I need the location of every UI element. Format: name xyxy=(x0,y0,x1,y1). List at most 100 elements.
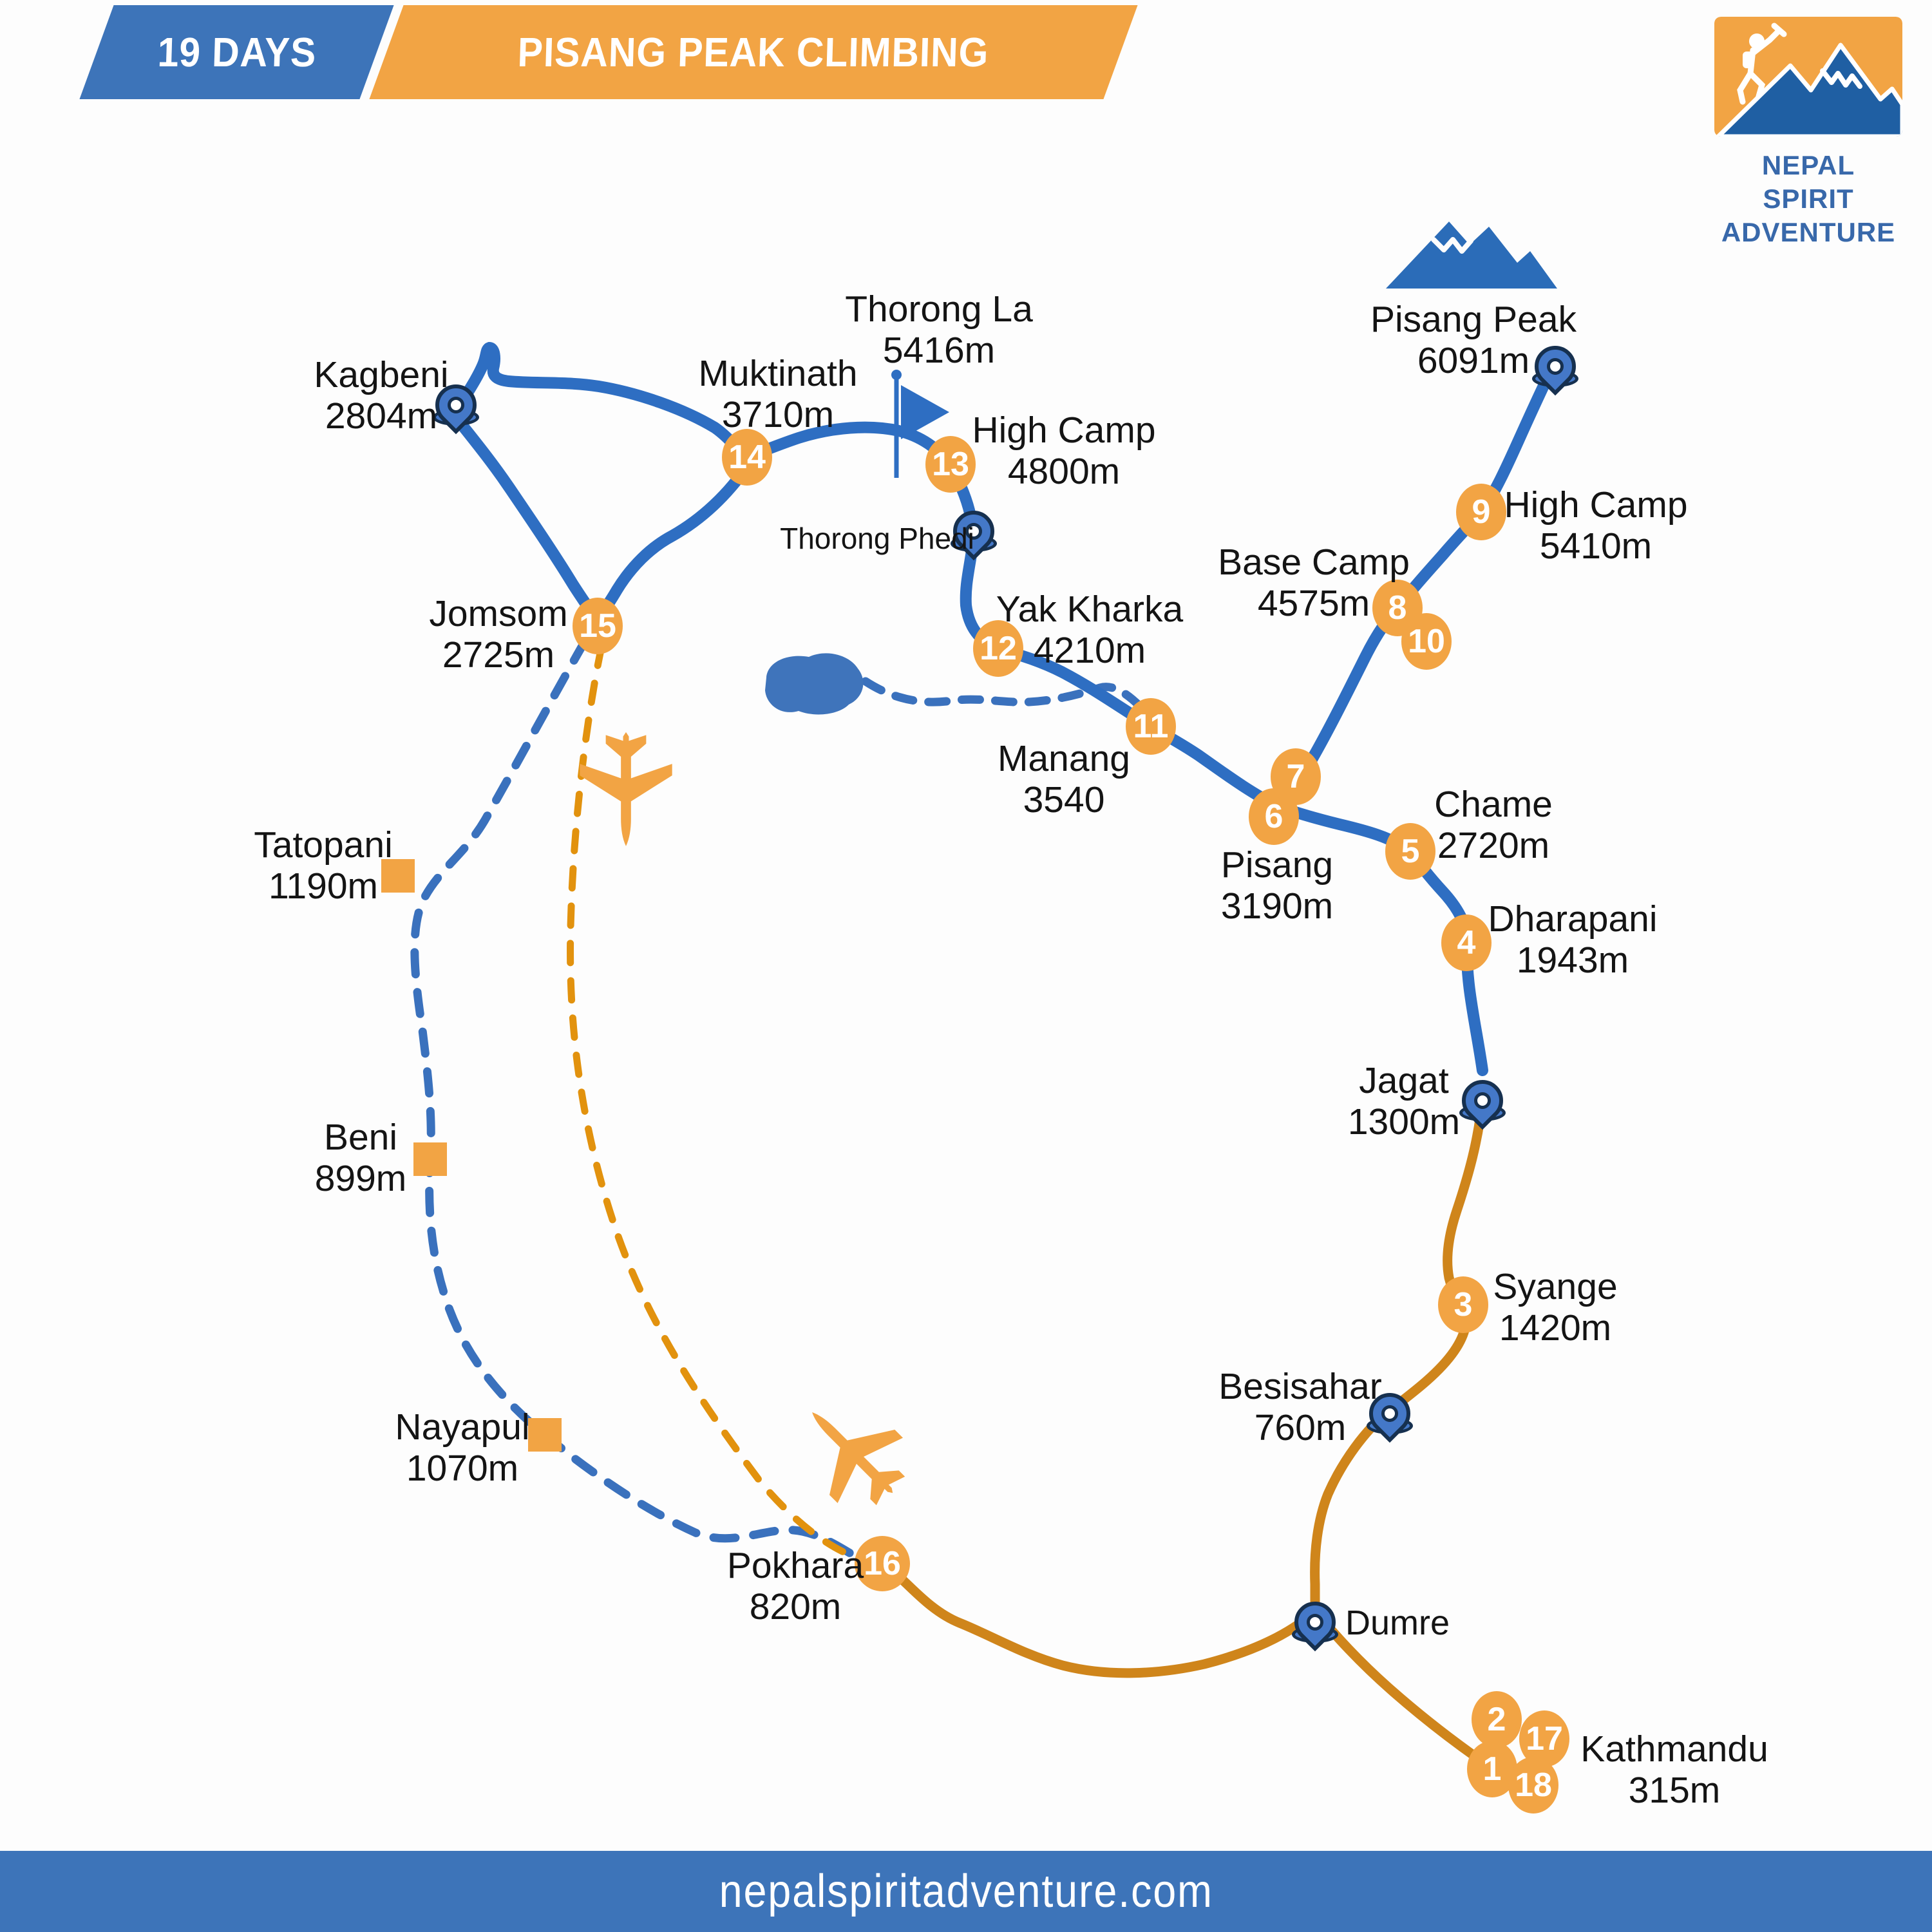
day-marker-4: 4 xyxy=(1441,914,1492,971)
place-elevation: 315m xyxy=(1628,1770,1721,1811)
place-name: Muktinath xyxy=(698,353,858,394)
place-name: Thorong Phedi xyxy=(780,522,974,555)
place-elevation: 2720m xyxy=(1437,825,1550,866)
place-name: Jomsom xyxy=(429,593,568,634)
summit-flag-icon xyxy=(891,370,949,478)
place-elevation: 4575m xyxy=(1257,583,1370,624)
side-trip-route-dashed xyxy=(410,637,867,1566)
place-elevation: 3190m xyxy=(1220,886,1334,927)
logo-mountain-climber-icon xyxy=(1714,17,1905,139)
lake-icon xyxy=(765,653,864,715)
place-elevation: 5416m xyxy=(882,330,996,371)
day-marker-8: 8 xyxy=(1372,580,1423,636)
place-elevation: 1420m xyxy=(1499,1307,1612,1349)
place-elevation: 899m xyxy=(314,1158,407,1199)
place-name: Kagbeni xyxy=(314,354,449,395)
day-marker-13: 13 xyxy=(925,436,976,493)
map-label-dumre: Dumre xyxy=(1345,1604,1450,1642)
day-marker-14: 14 xyxy=(722,429,772,486)
place-elevation: 3710m xyxy=(721,394,835,435)
place-elevation: 1943m xyxy=(1516,940,1629,981)
place-name: Pisang Peak xyxy=(1370,299,1577,340)
place-name: Yak Kharka xyxy=(996,589,1184,630)
place-name: Beni xyxy=(323,1117,398,1158)
place-elevation: 820m xyxy=(749,1586,842,1627)
place-elevation: 5410m xyxy=(1539,526,1653,567)
place-elevation: 4800m xyxy=(1007,451,1121,492)
place-elevation: 1300m xyxy=(1347,1101,1461,1142)
place-name: Chame xyxy=(1434,784,1553,825)
website-footer: nepalspiritadventure.com xyxy=(0,1851,1932,1932)
place-name: Manang xyxy=(998,738,1130,779)
airplane-icon xyxy=(812,1412,905,1506)
place-name: Kathmandu xyxy=(1580,1728,1768,1770)
place-elevation: 6091m xyxy=(1417,340,1530,381)
waypoint-square-tatopani xyxy=(381,859,415,893)
day-marker-16: 16 xyxy=(855,1536,910,1591)
day-marker-5: 5 xyxy=(1385,823,1435,880)
place-name: Besisahar xyxy=(1218,1366,1382,1407)
place-name: Jagat xyxy=(1359,1060,1449,1101)
day-marker-11: 11 xyxy=(1126,698,1176,755)
place-name: Dumre xyxy=(1345,1604,1450,1642)
place-elevation: 4210m xyxy=(1033,630,1146,671)
place-name: Thorong La xyxy=(845,289,1033,330)
day-marker-9: 9 xyxy=(1456,484,1506,540)
company-logo: NEPAL SPIRIT ADVENTURE xyxy=(1714,17,1905,249)
day-marker-3: 3 xyxy=(1438,1276,1488,1333)
website-url: nepalspiritadventure.com xyxy=(719,1866,1213,1917)
place-name: Dharapani xyxy=(1488,898,1658,940)
mountain-peaks-icon xyxy=(1386,222,1557,289)
place-name: High Camp xyxy=(1504,484,1688,526)
place-name: Syange xyxy=(1493,1266,1618,1307)
waypoint-square-nayapul xyxy=(528,1418,562,1452)
place-elevation: 1070m xyxy=(406,1448,519,1489)
place-elevation: 3540 xyxy=(1023,779,1105,820)
place-name: Base Camp xyxy=(1218,542,1410,583)
lake-trail-dashed xyxy=(861,677,1155,722)
place-elevation: 760m xyxy=(1254,1407,1347,1448)
place-elevation: 1190m xyxy=(268,866,379,907)
flight-route-dashed xyxy=(567,643,873,1566)
waypoint-square-beni xyxy=(413,1142,447,1176)
day-marker-7: 7 xyxy=(1271,748,1321,805)
trek-route-blue xyxy=(450,341,1559,1076)
logo-name-line1: NEPAL SPIRIT xyxy=(1761,150,1855,214)
place-elevation: 2804m xyxy=(325,395,438,437)
logo-name-line2: ADVENTURE xyxy=(1721,217,1896,247)
day-marker-15: 15 xyxy=(573,598,623,654)
place-name: Pisang xyxy=(1220,844,1334,886)
place-name: High Camp xyxy=(972,410,1156,451)
place-name: Pokhara xyxy=(726,1545,864,1586)
airplane-icon xyxy=(580,732,672,846)
day-marker-2: 2 xyxy=(1472,1691,1522,1748)
place-elevation: 2725m xyxy=(442,634,555,676)
place-name: Nayapul xyxy=(395,1406,530,1448)
day-marker-10: 10 xyxy=(1401,613,1452,670)
day-marker-12: 12 xyxy=(973,620,1023,677)
day-marker-18: 18 xyxy=(1508,1757,1558,1814)
map-label-thorong-phedi: Thorong Phedi xyxy=(780,522,974,554)
